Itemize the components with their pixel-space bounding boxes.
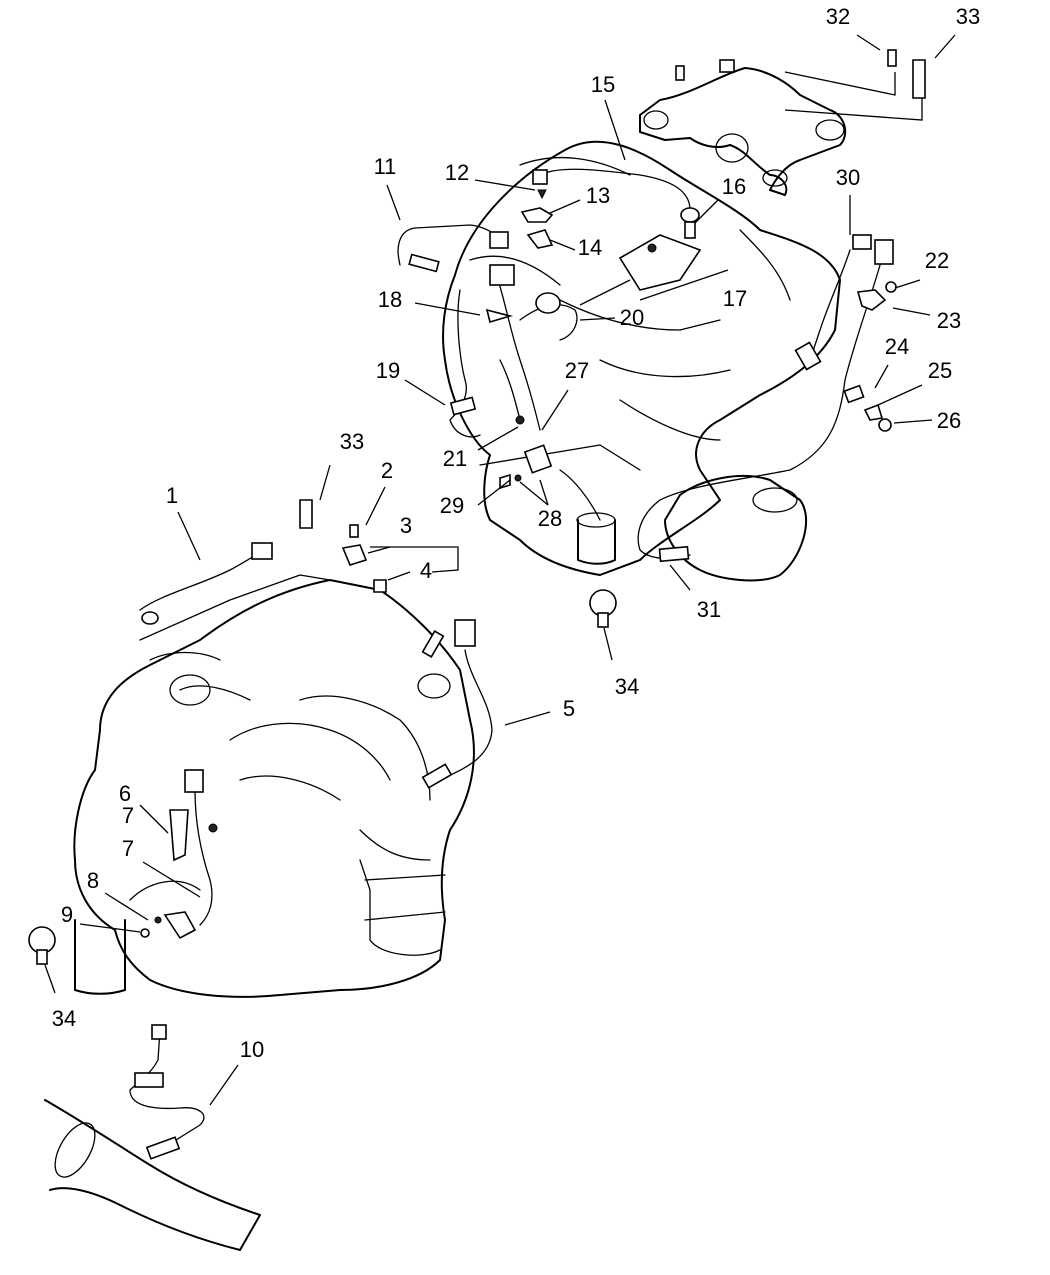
leader-lines [44, 34, 956, 1106]
callout-25: 25 [928, 358, 952, 383]
callout-19: 19 [376, 358, 400, 383]
callout-20: 20 [620, 305, 644, 330]
callout-29: 29 [440, 493, 464, 518]
callout-13: 13 [586, 183, 610, 208]
callout-34-lower: 34 [52, 1006, 76, 1031]
callout-33-lower: 33 [340, 429, 364, 454]
upper-small-parts [485, 49, 926, 490]
callout-26: 26 [937, 408, 961, 433]
callout-32: 32 [826, 4, 850, 29]
lower-harness [28, 499, 617, 1251]
callout-16: 16 [722, 174, 746, 199]
callout-31: 31 [697, 597, 721, 622]
callout-labels: 32 33 15 11 12 13 16 30 14 22 18 20 17 2… [52, 4, 980, 1062]
callout-28: 28 [538, 506, 562, 531]
callout-4: 4 [420, 558, 432, 583]
callout-34: 34 [615, 674, 639, 699]
callout-14: 14 [578, 235, 602, 260]
callout-9: 9 [61, 902, 73, 927]
lower-engine-outline [73, 574, 475, 998]
callout-27: 27 [565, 358, 589, 383]
callout-17: 17 [723, 286, 747, 311]
callout-15: 15 [591, 72, 615, 97]
callout-10: 10 [240, 1037, 264, 1062]
callout-12: 12 [445, 160, 469, 185]
callout-7-lower: 7 [122, 836, 134, 861]
exhaust-manifold [639, 59, 923, 196]
callout-23: 23 [937, 308, 961, 333]
callout-1: 1 [166, 483, 178, 508]
callout-11: 11 [374, 154, 397, 179]
callout-22: 22 [925, 248, 949, 273]
upper-engine-outline [442, 140, 841, 582]
callout-21: 21 [443, 446, 467, 471]
callout-33: 33 [956, 4, 980, 29]
callout-24: 24 [885, 334, 909, 359]
callout-7: 7 [122, 803, 134, 828]
callout-3: 3 [400, 513, 412, 538]
upper-harness [397, 168, 894, 563]
callout-2: 2 [381, 458, 393, 483]
callout-8: 8 [87, 868, 99, 893]
callout-18: 18 [378, 287, 402, 312]
callout-30: 30 [836, 165, 860, 190]
callout-5: 5 [563, 696, 575, 721]
callout-6: 6 [119, 781, 131, 806]
